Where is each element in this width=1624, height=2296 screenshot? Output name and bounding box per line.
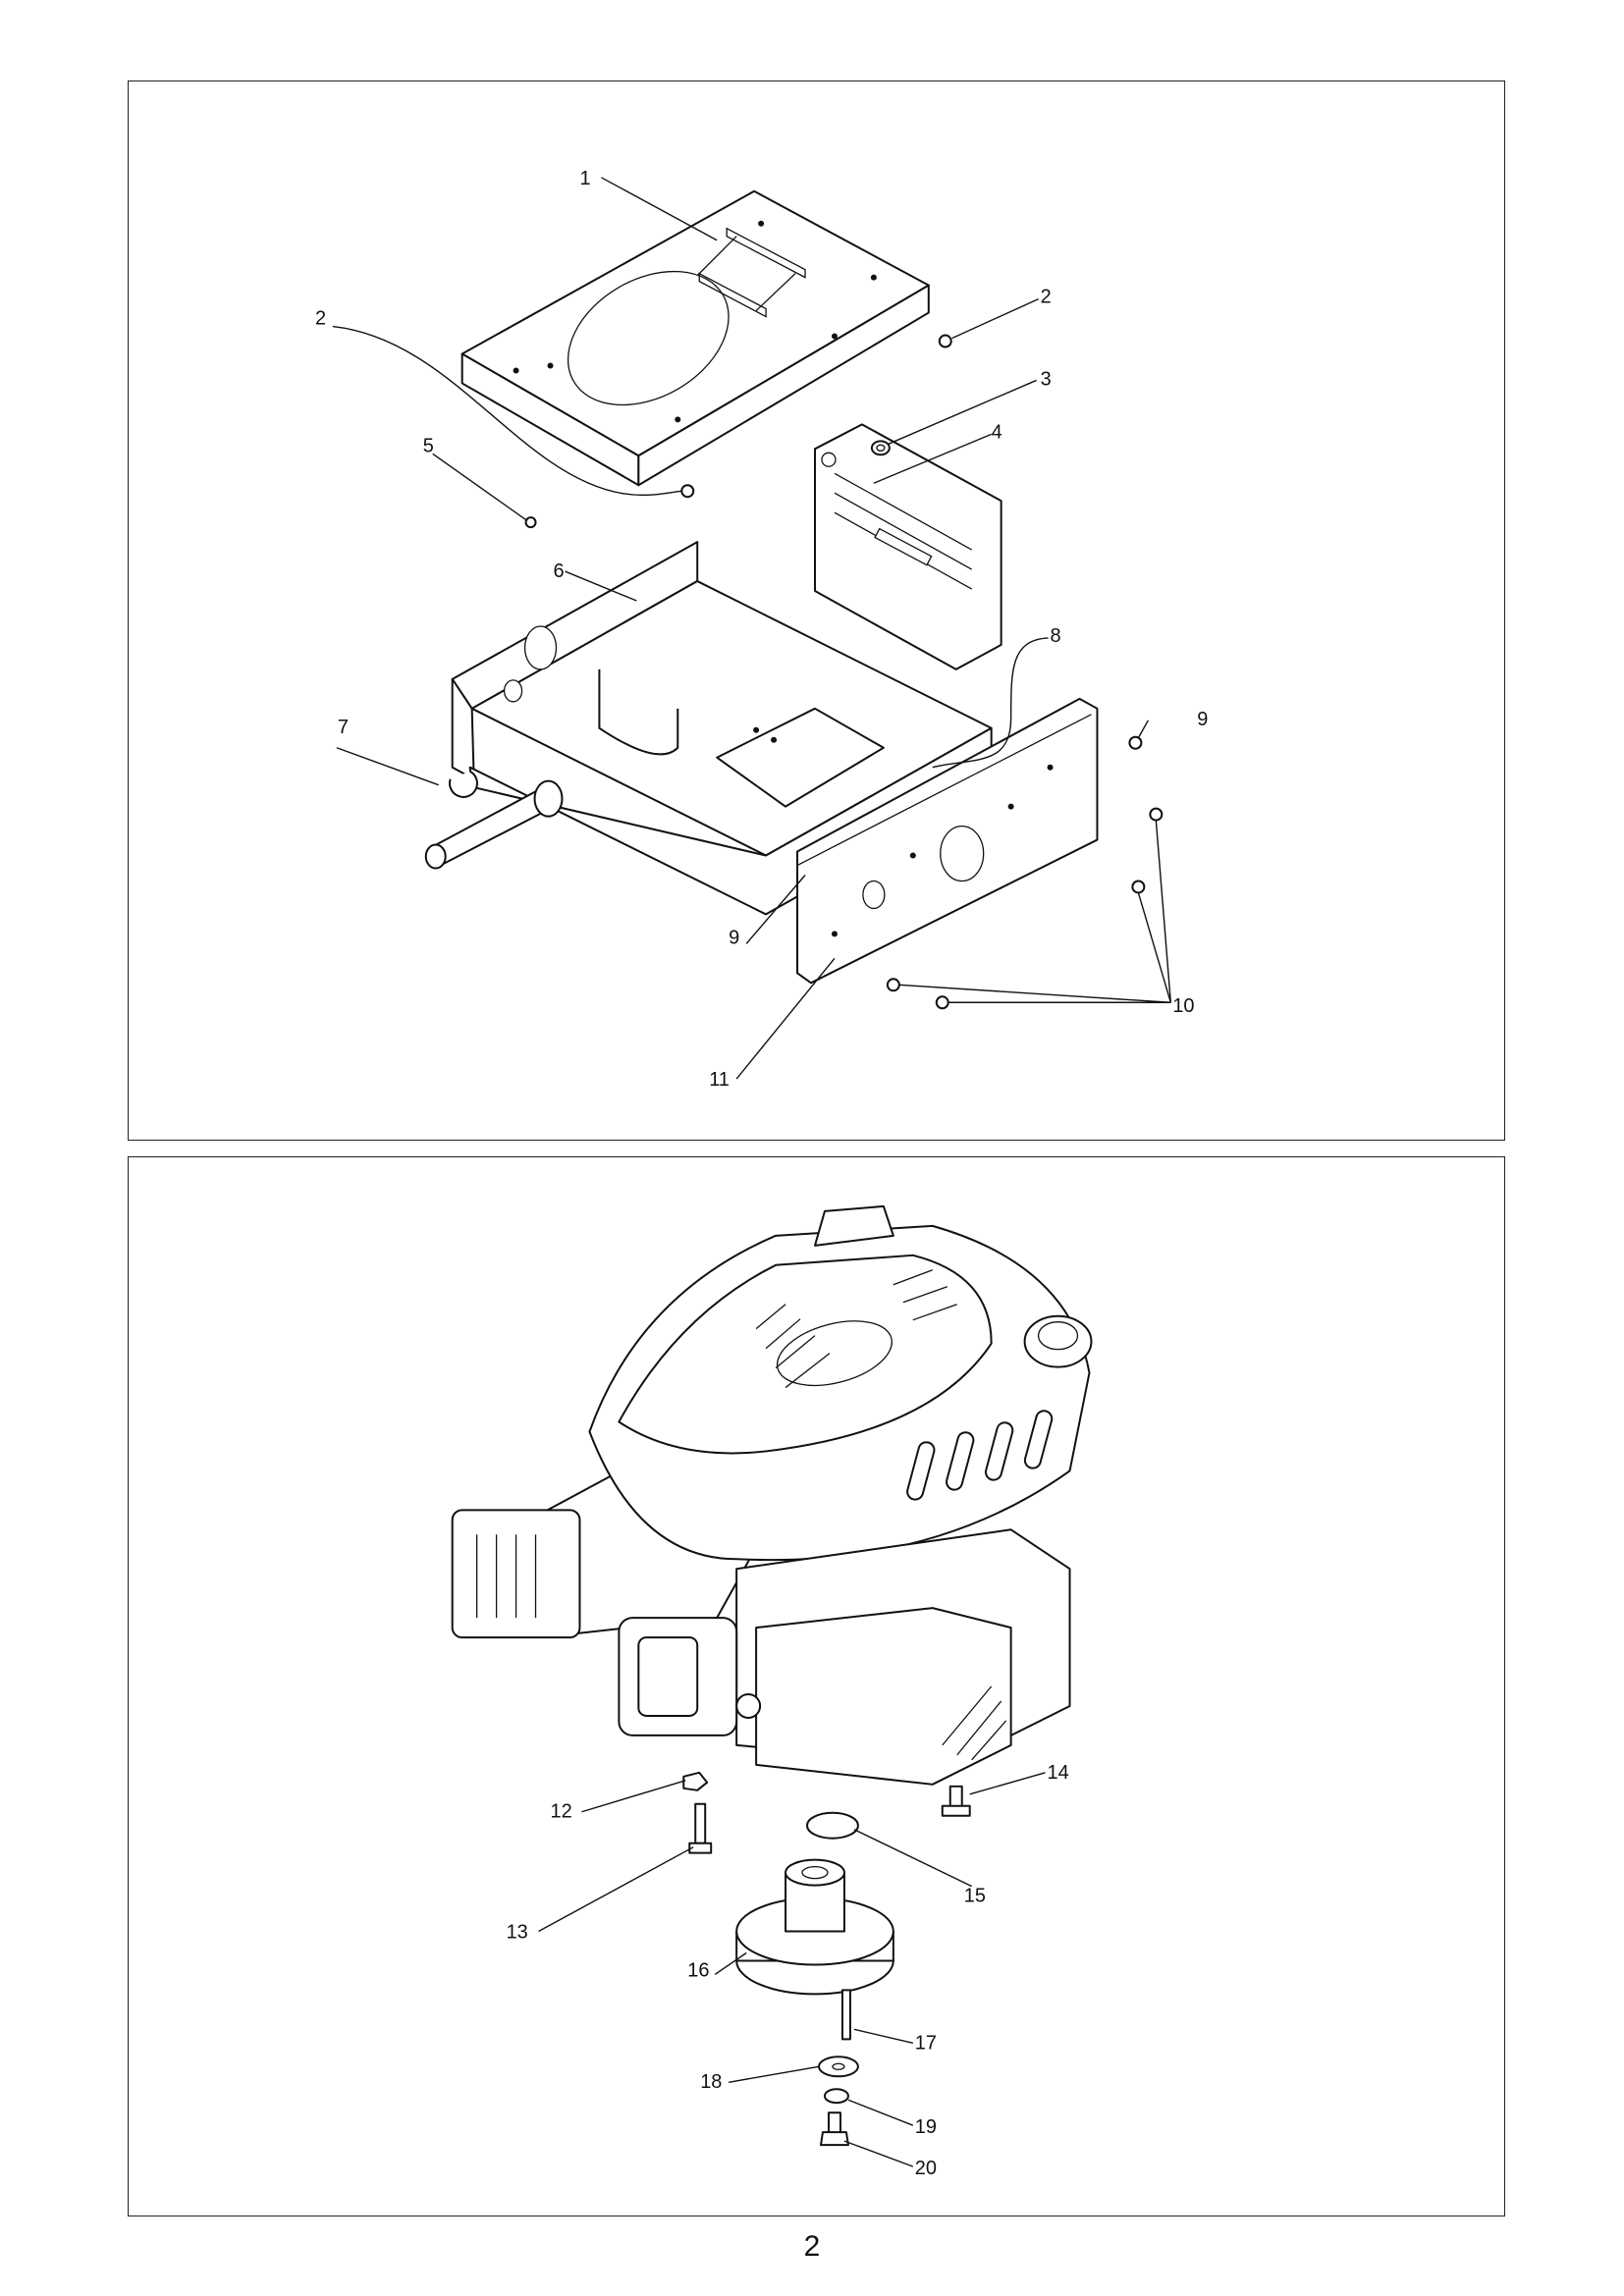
callout-6: 6 (553, 561, 564, 582)
key (840, 1989, 851, 2041)
leader-lines (538, 1772, 1046, 2167)
callout-14: 14 (1048, 1762, 1069, 1784)
engine-bolt-right (941, 1785, 971, 1817)
axle (424, 779, 564, 870)
engine (451, 1204, 1093, 1786)
engine-bolt (688, 1802, 713, 1854)
cooling-vents (755, 1269, 957, 1389)
grommet (870, 440, 891, 456)
callout-3: 3 (1041, 368, 1052, 390)
exploded-view-engine: 12 13 14 15 16 17 18 19 20 (128, 1156, 1505, 2216)
callout-17: 17 (915, 2032, 937, 2054)
callout-9b: 9 (729, 927, 739, 948)
callout-15: 15 (964, 1886, 986, 1907)
rear-plate (814, 423, 1002, 670)
callout-20: 20 (915, 2158, 937, 2179)
callout-16: 16 (687, 1959, 709, 1981)
air-filter-vents (942, 1685, 1007, 1761)
page-number: 2 (803, 2230, 821, 2263)
callout-11: 11 (709, 1069, 730, 1091)
callout-5: 5 (423, 435, 434, 456)
callout-18: 18 (700, 2071, 722, 2093)
leader-lines (332, 177, 1172, 1080)
mounting-plate (460, 189, 930, 487)
callout-2a: 2 (315, 308, 326, 330)
exploded-view-chassis: 1 2 2 3 4 5 6 7 8 9 9 10 11 (128, 80, 1505, 1141)
side-vents (906, 1410, 1054, 1501)
callout-7: 7 (338, 717, 349, 738)
callout-19: 19 (915, 2116, 937, 2138)
washer (817, 2056, 859, 2078)
callout-10: 10 (1172, 995, 1194, 1017)
callout-2b: 2 (1041, 287, 1052, 308)
callout-8: 8 (1051, 625, 1061, 647)
callout-13: 13 (507, 1922, 528, 1944)
engine-drawing: 12 13 14 15 16 17 18 19 20 (451, 1204, 1093, 2179)
lock-washer (823, 2088, 849, 2105)
circlip (449, 770, 478, 798)
pulley-bolt (819, 2111, 849, 2147)
nut (682, 1771, 709, 1791)
side-plate (796, 697, 1099, 985)
callout-1: 1 (579, 168, 590, 189)
callout-9a: 9 (1197, 709, 1208, 730)
pulley (735, 1858, 894, 1996)
chassis-drawing: 1 2 2 3 4 5 6 7 8 9 9 10 11 (315, 168, 1208, 1091)
callout-12: 12 (551, 1801, 572, 1823)
callout-4: 4 (992, 421, 1002, 443)
spacer (806, 1811, 859, 1840)
